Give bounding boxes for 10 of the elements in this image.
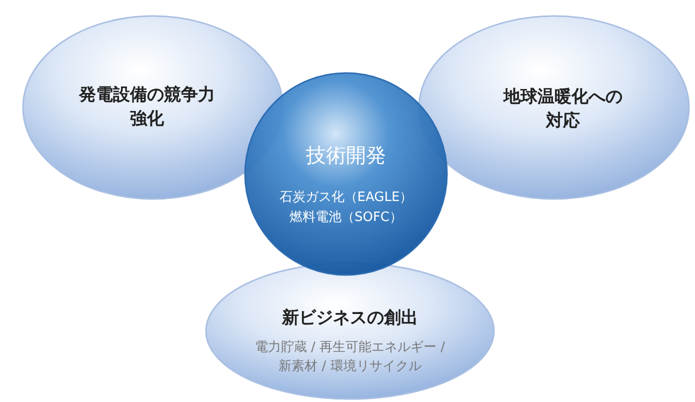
heading: 技術開発 — [305, 142, 387, 169]
body-text: 電力貯蔵 / 再生可能エネルギー / 新素材 / 環境リサイクル — [254, 339, 446, 376]
ellipse — [205, 262, 495, 400]
ellipse — [418, 15, 690, 200]
heading: 新ビジネスの創出 — [280, 307, 419, 330]
heading: 地球温暖化への対応 — [502, 86, 624, 133]
list-item: 石炭ガス化（EAGLE） — [278, 189, 414, 206]
circle — [244, 72, 448, 276]
list-item: 燃料電池（SOFC） — [288, 209, 404, 226]
heading: 発電設備の競争力強化 — [78, 84, 216, 131]
